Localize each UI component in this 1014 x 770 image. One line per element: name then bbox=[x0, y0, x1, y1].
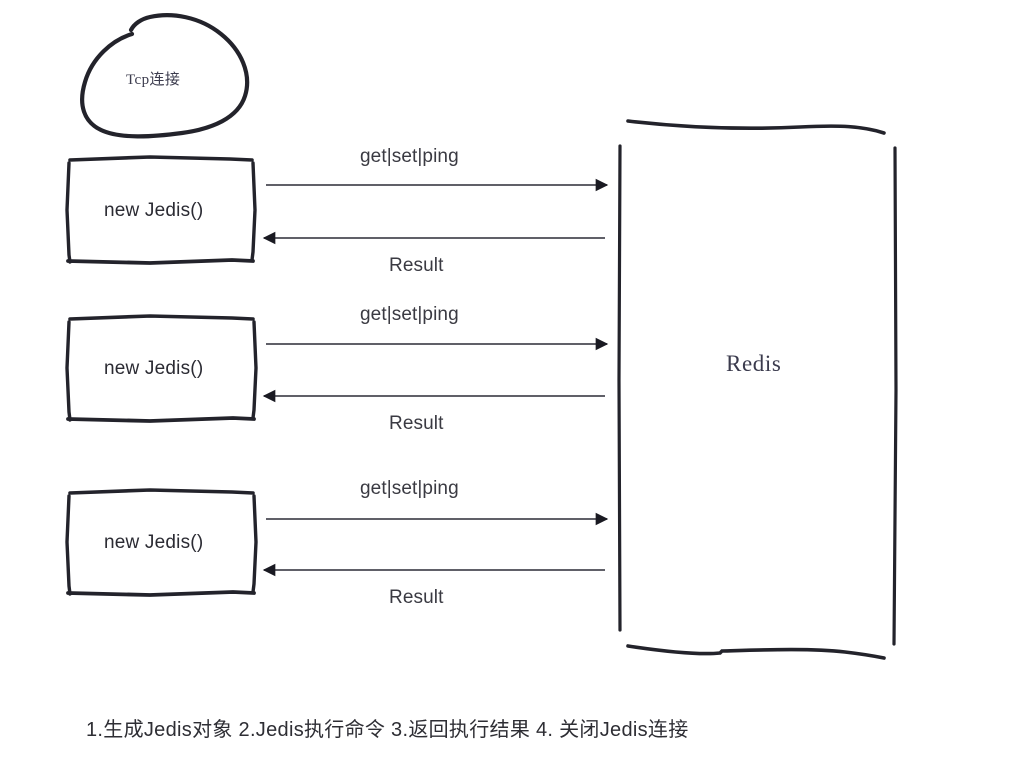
jedis-box-3 bbox=[65, 488, 258, 597]
jedis-box-1 bbox=[65, 155, 257, 265]
diagram-caption: 1.生成Jedis对象 2.Jedis执行命令 3.返回执行结果 4. 关闭Je… bbox=[86, 719, 689, 741]
redis-server-box bbox=[617, 119, 898, 660]
jedis-box-2 bbox=[65, 314, 258, 423]
tcp-connection-circle bbox=[80, 13, 250, 139]
